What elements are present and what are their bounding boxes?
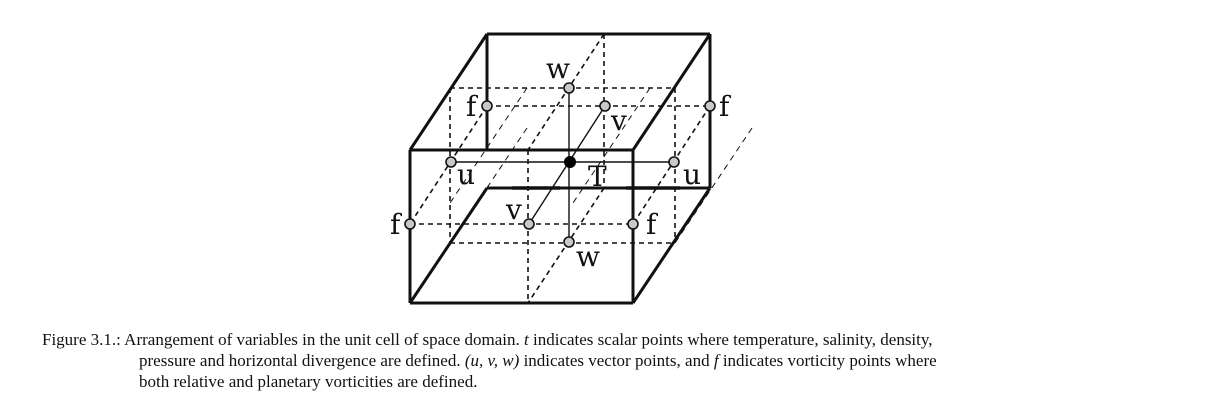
- t-center-node: [564, 156, 576, 168]
- label-f-front-left: f: [390, 208, 403, 241]
- caption-line2-a: pressure and horizontal divergence are d…: [139, 351, 461, 370]
- label-v-front: v: [505, 193, 522, 226]
- v-back-node: [599, 100, 611, 112]
- caption-line1-a: Arrangement of variables in the unit cel…: [124, 330, 520, 349]
- center-axes: [450, 88, 675, 242]
- label-u-left: u: [457, 158, 475, 191]
- caption-line2-c: indicates vorticity points where: [722, 351, 937, 370]
- f-front-left-node: [404, 218, 416, 230]
- f-back-right-node: [704, 100, 716, 112]
- caption-line-1: Figure 3.1.: Arrangement of variables in…: [42, 329, 1142, 350]
- v-front-node: [523, 218, 535, 230]
- u-right-node: [668, 156, 680, 168]
- unit-cell-diagram: w f v f u T u f v f w: [390, 32, 753, 305]
- caption-line2-b: indicates vector points, and: [523, 351, 710, 370]
- label-v-back: v: [610, 104, 627, 137]
- caption-line-3: both relative and planetary vorticities …: [42, 371, 1142, 392]
- label-f-back-left: f: [466, 90, 479, 123]
- caption-prefix: Figure 3.1.:: [42, 330, 121, 349]
- label-w-bottom: w: [576, 240, 600, 273]
- label-u-right: u: [683, 158, 701, 191]
- caption-line-2: pressure and horizontal divergence are d…: [42, 350, 1142, 371]
- caption-t-symbol: t: [524, 330, 529, 349]
- label-f-front-right: f: [646, 208, 659, 241]
- u-left-node: [445, 156, 457, 168]
- w-bottom-node: [563, 236, 575, 248]
- label-f-back-right: f: [719, 90, 732, 123]
- caption-line1-b: indicates scalar points where temperatur…: [533, 330, 933, 349]
- grid-nodes: [404, 82, 716, 248]
- label-t-center: T: [588, 160, 607, 193]
- f-back-left-node: [481, 100, 493, 112]
- figure-caption: Figure 3.1.: Arrangement of variables in…: [42, 329, 1142, 392]
- caption-f-symbol: f: [713, 351, 719, 370]
- caption-line3: both relative and planetary vorticities …: [139, 372, 478, 391]
- label-w-top: w: [546, 52, 570, 85]
- w-top-node: [563, 82, 575, 94]
- dashed-diagonals: [449, 87, 753, 244]
- f-front-right-node: [627, 218, 639, 230]
- caption-vector-symbol: (u, v, w): [464, 351, 520, 370]
